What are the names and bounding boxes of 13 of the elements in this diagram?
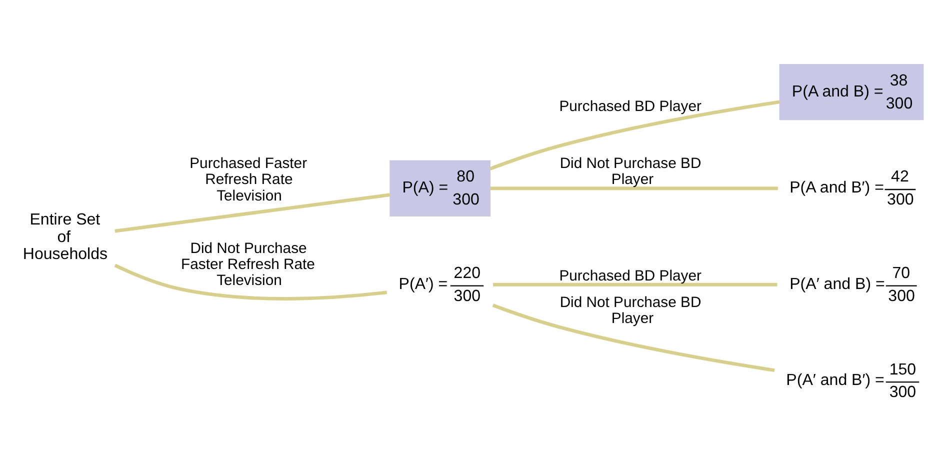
edge-label: Did Not Purchase BD Player	[560, 294, 702, 327]
edge-label: Purchased BD Player	[559, 268, 702, 285]
connector	[114, 264, 388, 300]
connector	[490, 186, 778, 190]
connector	[489, 100, 780, 170]
node-text: Entire Set of Households	[22, 210, 108, 264]
connector	[493, 282, 778, 286]
connector	[114, 193, 390, 233]
edge-label: Purchased Faster Refresh Rate Television	[190, 156, 308, 204]
edge-label: Purchased BD Player	[559, 98, 702, 115]
edge-label: Did Not Purchase Faster Refresh Rate Television	[181, 241, 315, 290]
edge-label: Did Not Purchase BD Player	[560, 156, 702, 188]
connector	[492, 304, 775, 372]
